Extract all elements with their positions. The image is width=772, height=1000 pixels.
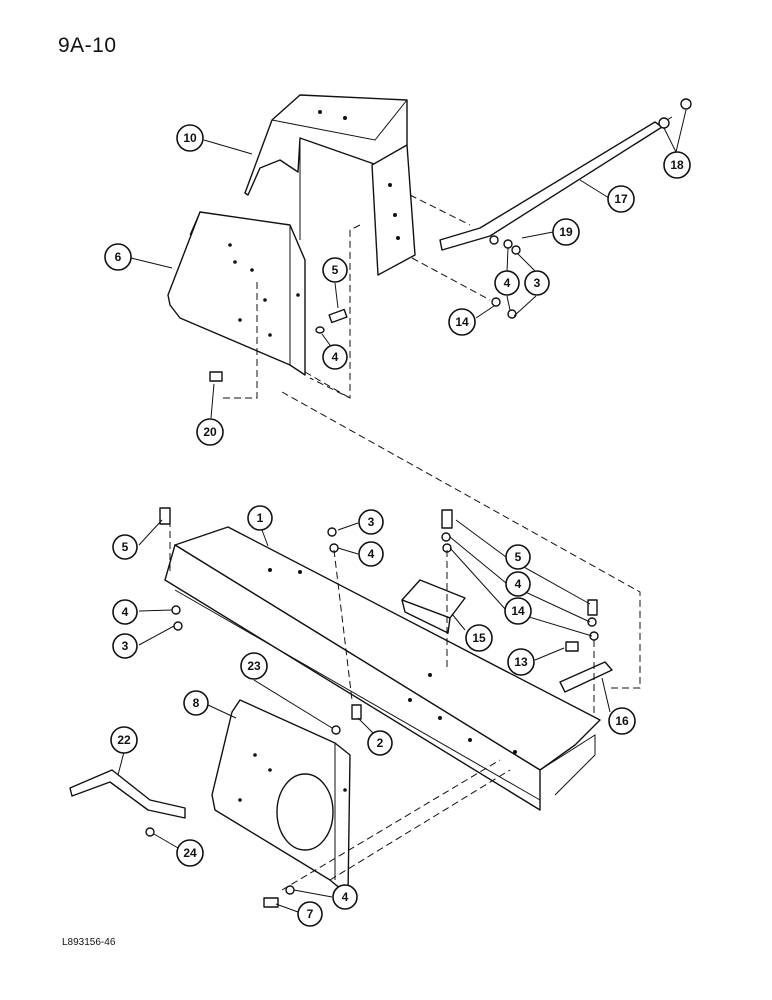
callout-14: 14 [504, 597, 532, 625]
callout-5-label: 5 [332, 263, 339, 277]
callout-22: 22 [110, 726, 138, 754]
callout-5-label: 5 [122, 540, 129, 554]
callout-17: 17 [607, 185, 635, 213]
part-8-lower-plate [211, 699, 351, 896]
callout-23: 23 [240, 652, 268, 680]
callout-15-label: 15 [472, 631, 486, 645]
part-10-bracket-cover [244, 94, 416, 276]
callout-14-label: 14 [455, 315, 469, 329]
callout-5-label: 5 [515, 550, 522, 564]
callout-8-label: 8 [193, 696, 200, 710]
callout-20-label: 20 [203, 425, 217, 439]
callout-4-label: 4 [368, 547, 375, 561]
part-16-strap [559, 661, 613, 693]
callout-4-label: 4 [332, 350, 339, 364]
callout-4: 4 [505, 571, 531, 597]
callout-5: 5 [505, 544, 531, 570]
callout-24-label: 24 [183, 846, 197, 860]
callout-3-label: 3 [534, 276, 541, 290]
callout-5: 5 [322, 257, 348, 283]
callout-4: 4 [332, 884, 358, 910]
callout-16: 16 [608, 707, 636, 735]
callout-4-label: 4 [122, 605, 129, 619]
callout-2-label: 2 [377, 736, 384, 750]
callout-22-label: 22 [117, 733, 131, 747]
callout-4-label: 4 [342, 890, 349, 904]
callout-14: 14 [448, 308, 476, 336]
part-22-bent-rod [69, 769, 186, 819]
callout-14-label: 14 [511, 604, 525, 618]
callout-15: 15 [465, 624, 493, 652]
figure-code: L893156-46 [62, 937, 116, 948]
callout-18-label: 18 [670, 158, 684, 172]
callout-3: 3 [524, 270, 550, 296]
callout-4: 4 [322, 344, 348, 370]
callout-7: 7 [297, 901, 323, 927]
callout-16-label: 16 [615, 714, 629, 728]
callout-20: 20 [196, 418, 224, 446]
callout-17-label: 17 [614, 192, 628, 206]
callout-10: 10 [176, 124, 204, 152]
callout-3: 3 [112, 633, 138, 659]
part-1-channel-beam [164, 526, 601, 811]
callout-18: 18 [663, 151, 691, 179]
callout-3-label: 3 [122, 639, 129, 653]
part-15-angle-bracket [401, 579, 466, 634]
callout-8: 8 [183, 690, 209, 716]
callout-6: 6 [104, 243, 132, 271]
callout-4: 4 [494, 270, 520, 296]
part-6-side-plate [167, 211, 306, 376]
assembly-dashed-lines [169, 172, 641, 891]
callout-6-label: 6 [115, 250, 122, 264]
callout-4: 4 [112, 599, 138, 625]
page-number: 9A-10 [58, 34, 117, 57]
callout-4: 4 [358, 541, 384, 567]
callout-7-label: 7 [307, 907, 314, 921]
callout-2: 2 [367, 730, 393, 756]
callout-23-label: 23 [247, 659, 261, 673]
callout-4-label: 4 [504, 276, 511, 290]
callout-1: 1 [247, 505, 273, 531]
callout-10-label: 10 [183, 131, 197, 145]
callout-13-label: 13 [514, 655, 528, 669]
callout-3: 3 [358, 509, 384, 535]
callout-4-label: 4 [515, 577, 522, 591]
callout-24: 24 [176, 839, 204, 867]
callout-19: 19 [552, 218, 580, 246]
callout-1-label: 1 [257, 511, 264, 525]
callout-3-label: 3 [368, 515, 375, 529]
callout-13: 13 [507, 648, 535, 676]
callout-19-label: 19 [559, 225, 573, 239]
callout-5: 5 [112, 534, 138, 560]
